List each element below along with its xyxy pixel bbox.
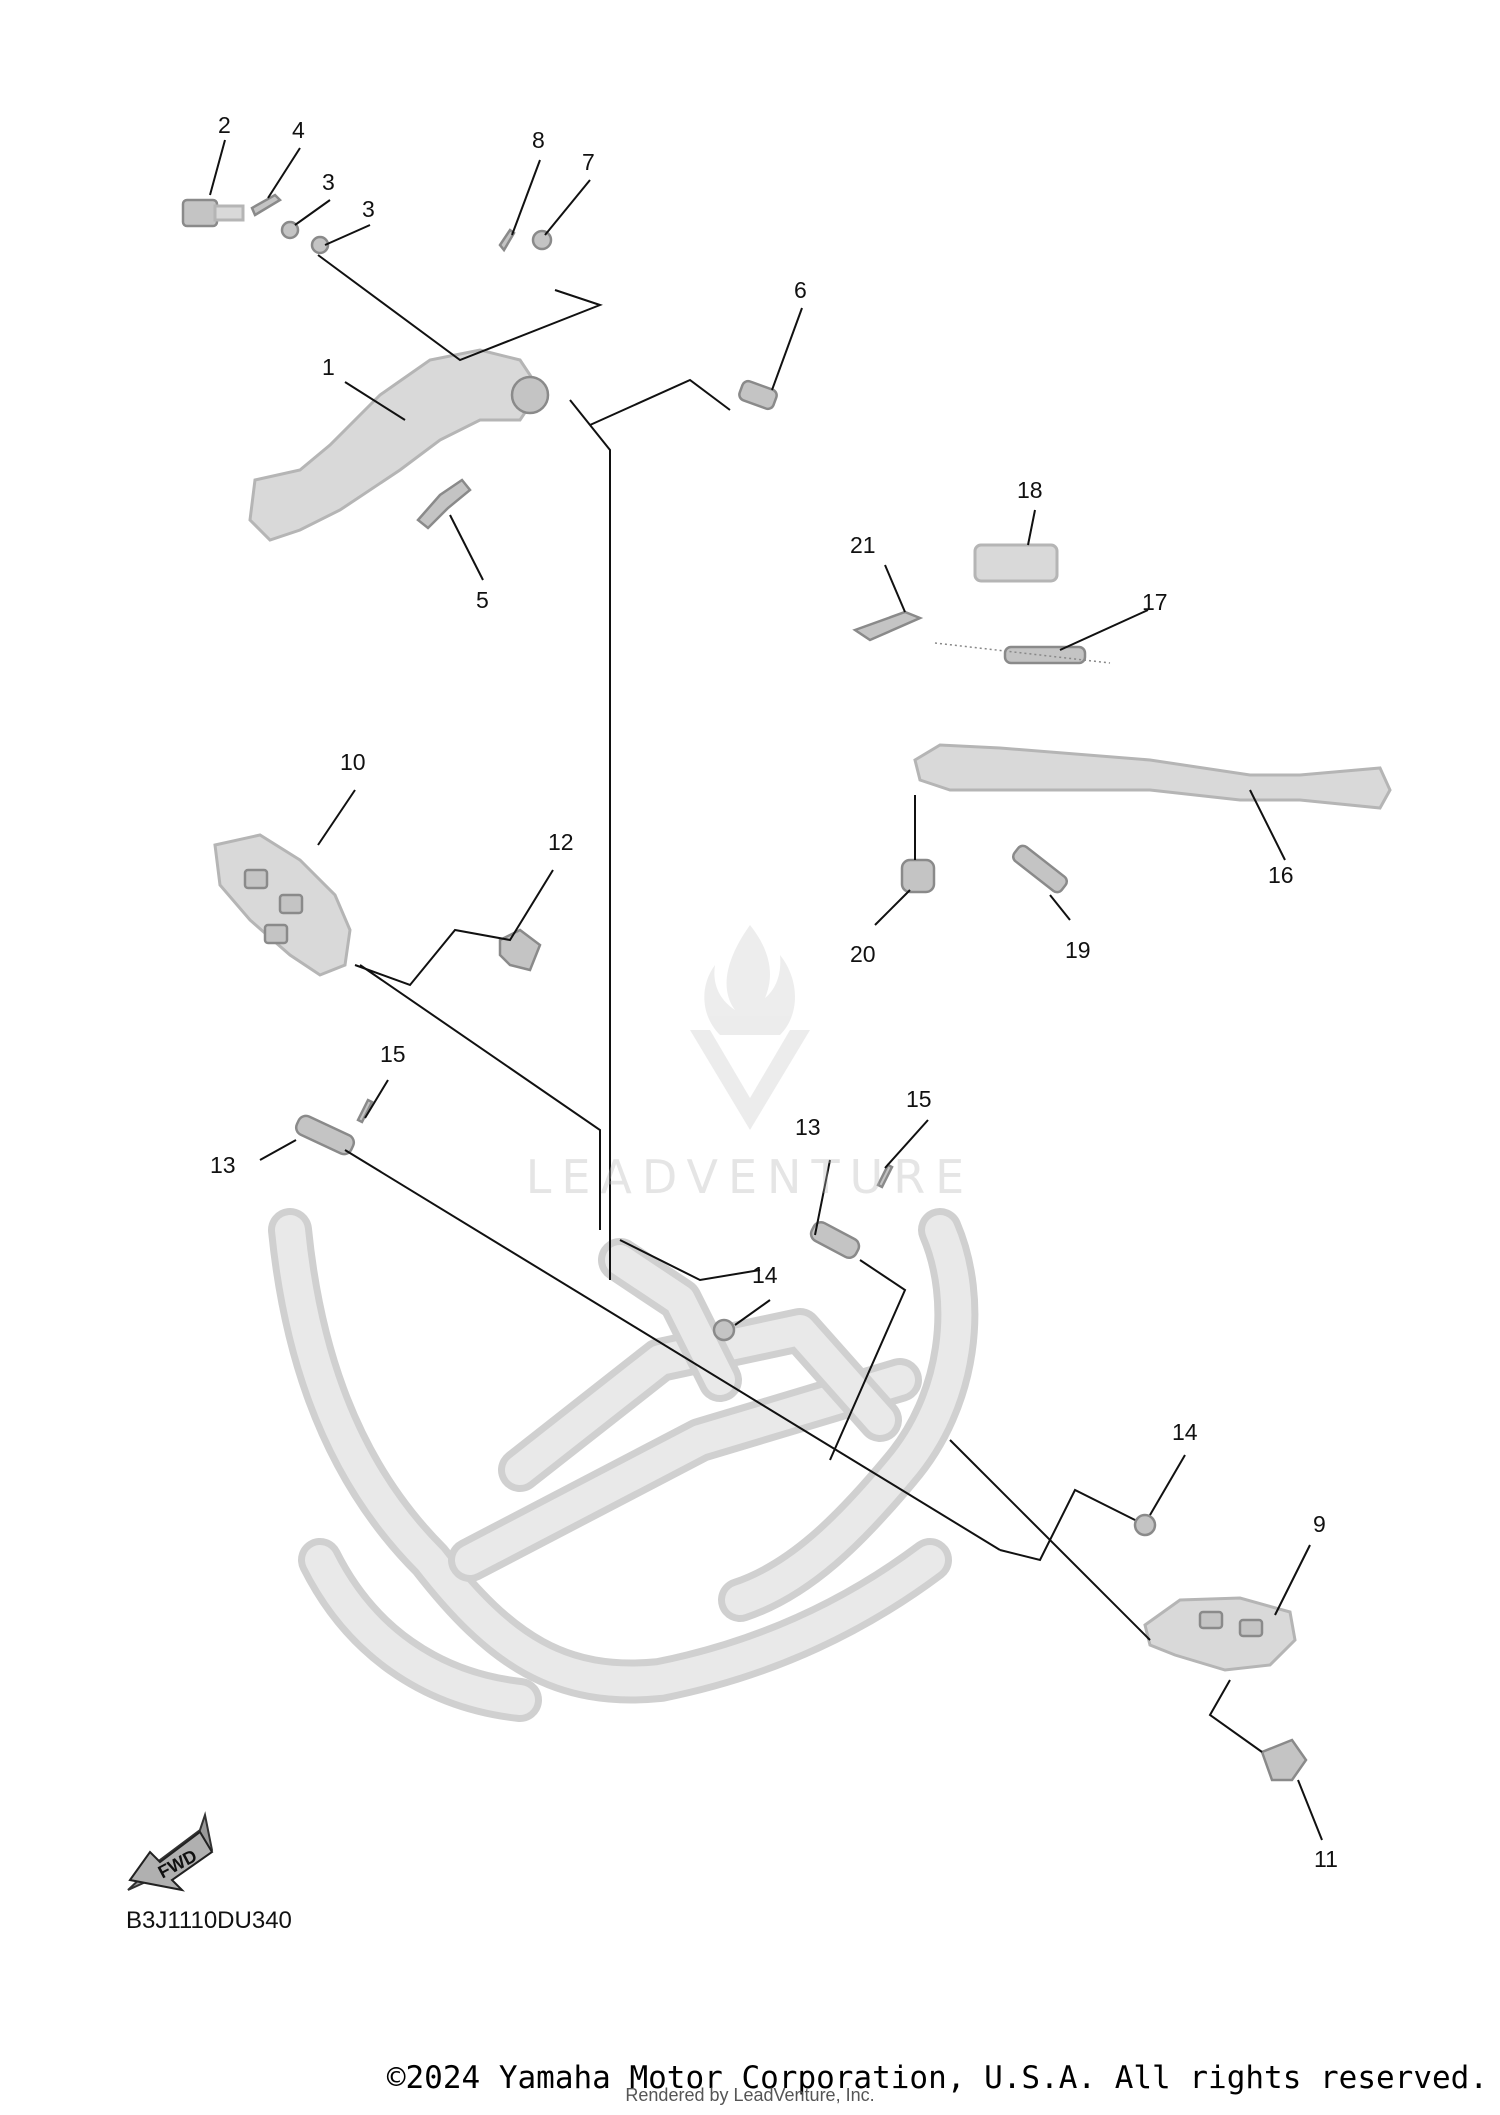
callout-21: 21 — [850, 532, 876, 558]
callout-9: 9 — [1313, 1511, 1326, 1537]
callout-15b: 15 — [906, 1086, 932, 1112]
callout-7: 7 — [582, 149, 595, 175]
bolt-part-19 — [1011, 844, 1069, 894]
adjuster-bolt-part-2 — [181, 198, 245, 228]
footrest-part-9 — [1143, 1596, 1297, 1672]
callout-20: 20 — [850, 941, 876, 967]
washer-part-14b — [1133, 1513, 1157, 1537]
spring-part-12 — [498, 928, 542, 972]
washer-part-3b — [310, 235, 330, 255]
fwd-arrow-icon: FWD — [127, 1811, 214, 1892]
callout-4: 4 — [292, 117, 305, 143]
callout-3b: 3 — [362, 196, 375, 222]
callout-17: 17 — [1142, 589, 1168, 615]
callout-5: 5 — [476, 587, 489, 613]
callout-13b: 13 — [795, 1114, 821, 1140]
cotter-pin-part-8 — [498, 228, 516, 253]
callout-19: 19 — [1065, 937, 1091, 963]
spring-part-17-rod — [934, 642, 1111, 664]
callout-15a: 15 — [380, 1041, 406, 1067]
leader-lines — [209, 139, 1323, 1841]
callout-1: 1 — [322, 354, 335, 380]
rendered-by-notice: Rendered by LeadVenture, Inc. — [625, 2085, 875, 2105]
callout-8: 8 — [532, 127, 545, 153]
damper-part-18 — [973, 543, 1059, 583]
washer-part-3a — [280, 220, 300, 240]
cotter-pin-part-15b — [876, 1163, 894, 1189]
pin-part-6 — [738, 379, 778, 411]
callout-2: 2 — [218, 112, 231, 138]
washer-part-14a — [712, 1318, 736, 1342]
diagram-code: B3J1110DU340 — [126, 1907, 292, 1934]
washer-part-7 — [531, 229, 553, 251]
callout-labels: 2 4 3 3 8 7 6 1 5 18 21 17 16 20 19 10 1… — [210, 112, 1338, 1872]
callout-3a: 3 — [322, 169, 335, 195]
callout-14a: 14 — [752, 1262, 778, 1288]
watermark-text: LEADVENTURE — [525, 1150, 975, 1204]
clip-part-21 — [852, 610, 924, 642]
spring-part-5 — [416, 478, 472, 530]
cotter-pin-part-15a — [356, 1098, 374, 1124]
brake-pedal-part-1 — [248, 348, 550, 542]
clip-part-4 — [250, 193, 283, 217]
copyright-text: ©2024 Yamaha Motor Corporation, U.S.A. A… — [386, 2060, 1488, 2096]
pin-part-13b — [809, 1221, 861, 1259]
pin-part-13a — [294, 1114, 356, 1156]
callout-16: 16 — [1268, 862, 1294, 888]
collar-part-20 — [900, 858, 936, 894]
callout-6: 6 — [794, 277, 807, 303]
callout-13a: 13 — [210, 1152, 236, 1178]
bracket-part-11 — [1260, 1738, 1308, 1782]
frame-assembly — [268, 1208, 979, 1722]
callout-14b: 14 — [1172, 1419, 1198, 1445]
sidestand-part-16 — [913, 743, 1392, 810]
footrest-part-10 — [213, 833, 352, 977]
callout-11: 11 — [1314, 1846, 1338, 1872]
callout-18: 18 — [1017, 477, 1043, 503]
callout-12: 12 — [548, 829, 574, 855]
copyright-notice: ©2024 Yamaha Motor Corporation, U.S.A. A… — [0, 2060, 1500, 2096]
callout-10: 10 — [340, 749, 366, 775]
watermark-logo — [690, 925, 810, 1130]
